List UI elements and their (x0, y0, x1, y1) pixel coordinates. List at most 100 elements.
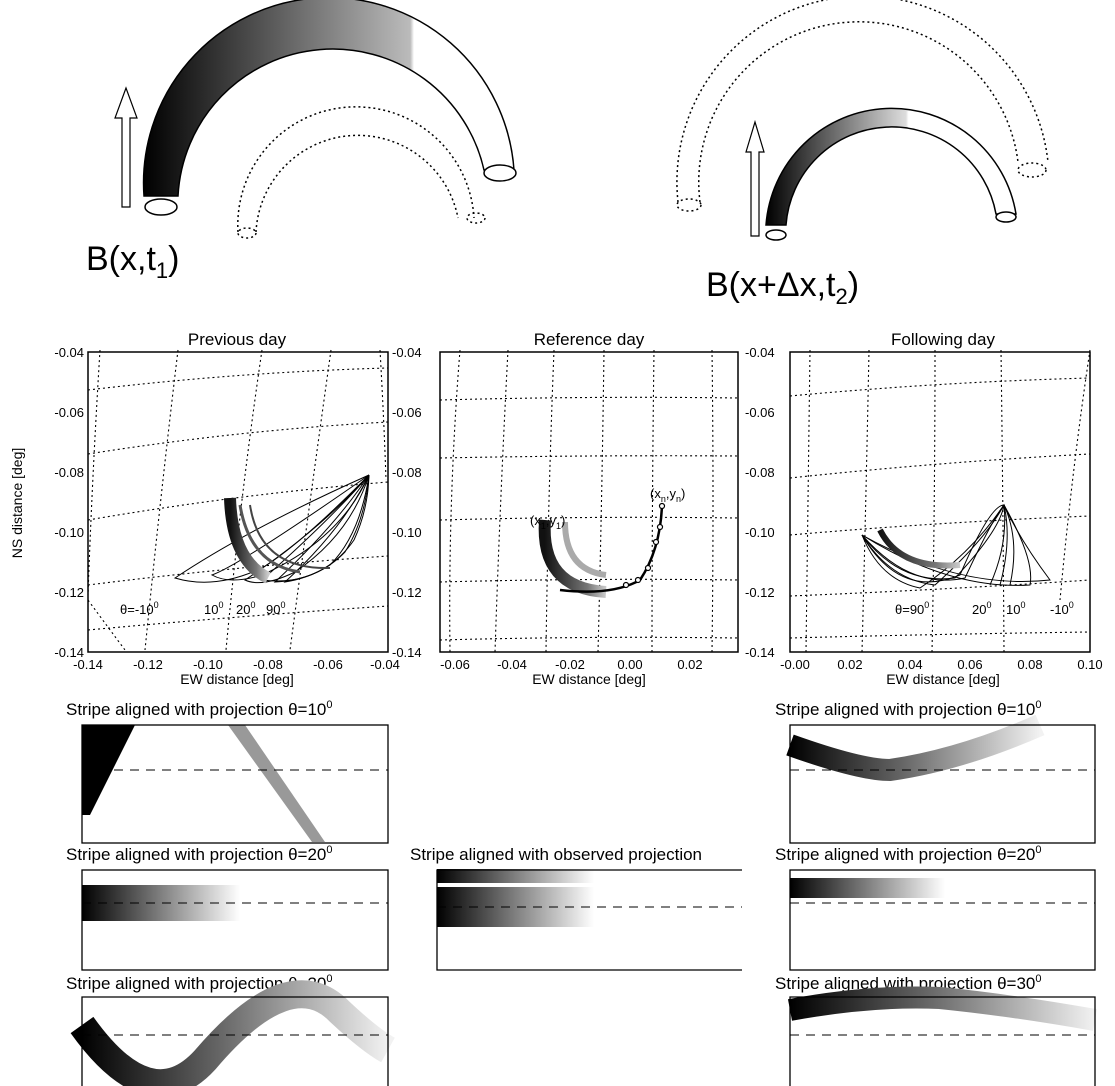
observed-track (224, 497, 271, 584)
x-ticks: -0.00 0.02 0.04 0.06 0.08 0.10 (780, 657, 1102, 672)
y-ticks: -0.04 -0.06 -0.08 -0.10 -0.12 -0.14 (392, 345, 422, 660)
svg-text:-0.08: -0.08 (392, 465, 422, 480)
panel-reference-day: Reference day -0.04 -0.0 (392, 330, 739, 687)
svg-text:0.00: 0.00 (617, 657, 642, 672)
stripe-left-30: Stripe aligned with projection θ=300 (66, 973, 396, 1086)
schematic-left: B(x,t1) (86, 0, 517, 283)
svg-text:0.06: 0.06 (957, 657, 982, 672)
tube-end-right (483, 164, 517, 182)
schematic-right: B(x+Δx,t2) (676, 0, 1049, 309)
x-axis-label: EW distance [deg] (886, 671, 1000, 687)
grid-lines (87, 349, 389, 651)
x-axis-label: EW distance [deg] (180, 671, 294, 687)
panel-title: Previous day (188, 330, 287, 349)
tube-end-left (144, 198, 178, 216)
svg-text:-0.12: -0.12 (745, 585, 775, 600)
theta-label-90: 900 (266, 600, 285, 617)
grid-lines (789, 349, 1091, 653)
field-arrow-right (745, 119, 765, 237)
svg-text:-0.02: -0.02 (555, 657, 585, 672)
stripe-left-20: Stripe aligned with projection θ=200 (66, 844, 389, 971)
end-point-label: (xn,yn) (650, 486, 685, 504)
svg-text:0.02: 0.02 (837, 657, 862, 672)
panel-previous-day: Previous day -0.04 -0.06 (9, 330, 400, 687)
observed-track (877, 528, 961, 569)
theta-label-20: 200 (972, 600, 991, 617)
stripe-mid-observed: Stripe aligned with observed projection (410, 845, 742, 971)
svg-text:-0.10: -0.10 (392, 525, 422, 540)
stripe-title: Stripe aligned with observed projection (410, 845, 702, 864)
theta-label-10: 100 (1006, 600, 1025, 617)
panel-title: Following day (891, 330, 995, 349)
stripe-title: Stripe aligned with projection θ=100 (775, 699, 1042, 719)
svg-text:-0.06: -0.06 (745, 405, 775, 420)
stripe-title: Stripe aligned with projection θ=300 (66, 973, 333, 993)
theta-label-neg10: θ=-100 (120, 600, 159, 617)
y-ticks: -0.04 -0.06 -0.08 -0.10 -0.12 -0.14 (54, 345, 84, 660)
svg-text:-0.08: -0.08 (745, 465, 775, 480)
theta-label-neg10: -100 (1050, 600, 1074, 617)
stripe-right-20: Stripe aligned with projection θ=200 (775, 844, 1096, 971)
stripe-left-10: Stripe aligned with projection θ=100 (66, 699, 389, 844)
stripe-title: Stripe aligned with projection θ=200 (66, 844, 333, 864)
plot-frame (87, 351, 389, 653)
stripe-title: Stripe aligned with projection θ=100 (66, 699, 333, 719)
grid-lines (439, 349, 739, 653)
x-axis-label: EW distance [deg] (532, 671, 646, 687)
panel-title: Reference day (534, 330, 645, 349)
y-ticks: -0.04 -0.06 -0.08 -0.10 -0.12 -0.14 (745, 345, 775, 660)
svg-text:-0.12: -0.12 (54, 585, 84, 600)
flux-tube-right (765, 107, 1017, 226)
svg-text:-0.06: -0.06 (313, 657, 343, 672)
field-label-left: B(x,t1) (86, 240, 179, 283)
svg-text:-0.04: -0.04 (370, 657, 400, 672)
svg-text:-0.10: -0.10 (745, 525, 775, 540)
svg-text:-0.06: -0.06 (54, 405, 84, 420)
svg-text:0.08: 0.08 (1017, 657, 1042, 672)
svg-text:-0.12: -0.12 (392, 585, 422, 600)
svg-text:-0.06: -0.06 (392, 405, 422, 420)
dotted-tube-right (676, 0, 1049, 203)
svg-text:-0.04: -0.04 (392, 345, 422, 360)
svg-text:0.02: 0.02 (677, 657, 702, 672)
field-arrow-left (114, 86, 138, 208)
svg-text:-0.08: -0.08 (54, 465, 84, 480)
svg-text:-0.06: -0.06 (440, 657, 470, 672)
svg-text:-0.12: -0.12 (133, 657, 163, 672)
svg-text:-0.04: -0.04 (54, 345, 84, 360)
svg-text:-0.14: -0.14 (73, 657, 103, 672)
stripe-title: Stripe aligned with projection θ=200 (775, 844, 1042, 864)
stripe-right-30: Stripe aligned with projection θ=300 (775, 973, 1097, 1086)
theta-label-20: 200 (236, 600, 255, 617)
panel-following-day: Following day -0.04 -0.06 -0.08 -0.1 (745, 330, 1103, 687)
theta-label-90: θ=900 (895, 600, 929, 617)
svg-text:-0.08: -0.08 (253, 657, 283, 672)
svg-text:-0.14: -0.14 (392, 645, 422, 660)
observed-points (622, 502, 666, 589)
svg-text:0.10: 0.10 (1077, 657, 1102, 672)
dotted-tube-left (237, 106, 475, 233)
projection-loops (173, 474, 370, 584)
theta-label-10: 100 (204, 600, 223, 617)
stripe-right-10: Stripe aligned with projection θ=100 (775, 699, 1096, 844)
plot-frame (789, 351, 1091, 653)
y-axis-label: NS distance [deg] (9, 448, 25, 559)
svg-text:-0.00: -0.00 (780, 657, 810, 672)
svg-text:-0.10: -0.10 (54, 525, 84, 540)
x-ticks: -0.06 -0.04 -0.02 0.00 0.02 (440, 657, 702, 672)
field-label-right: B(x+Δx,t2) (706, 266, 859, 309)
svg-text:-0.04: -0.04 (497, 657, 527, 672)
svg-text:-0.04: -0.04 (745, 345, 775, 360)
projection-loops (861, 503, 1051, 589)
x-ticks: -0.14 -0.12 -0.10 -0.08 -0.06 -0.04 (73, 657, 400, 672)
observed-track-light (562, 521, 607, 578)
svg-text:-0.14: -0.14 (54, 645, 84, 660)
flux-tube-left (142, 0, 515, 197)
svg-text:0.04: 0.04 (897, 657, 922, 672)
svg-text:-0.10: -0.10 (193, 657, 223, 672)
svg-text:-0.14: -0.14 (745, 645, 775, 660)
start-point-label: (x1,y1) (530, 513, 565, 531)
stripe-title: Stripe aligned with projection θ=300 (775, 973, 1042, 993)
plot-frame (439, 351, 739, 653)
